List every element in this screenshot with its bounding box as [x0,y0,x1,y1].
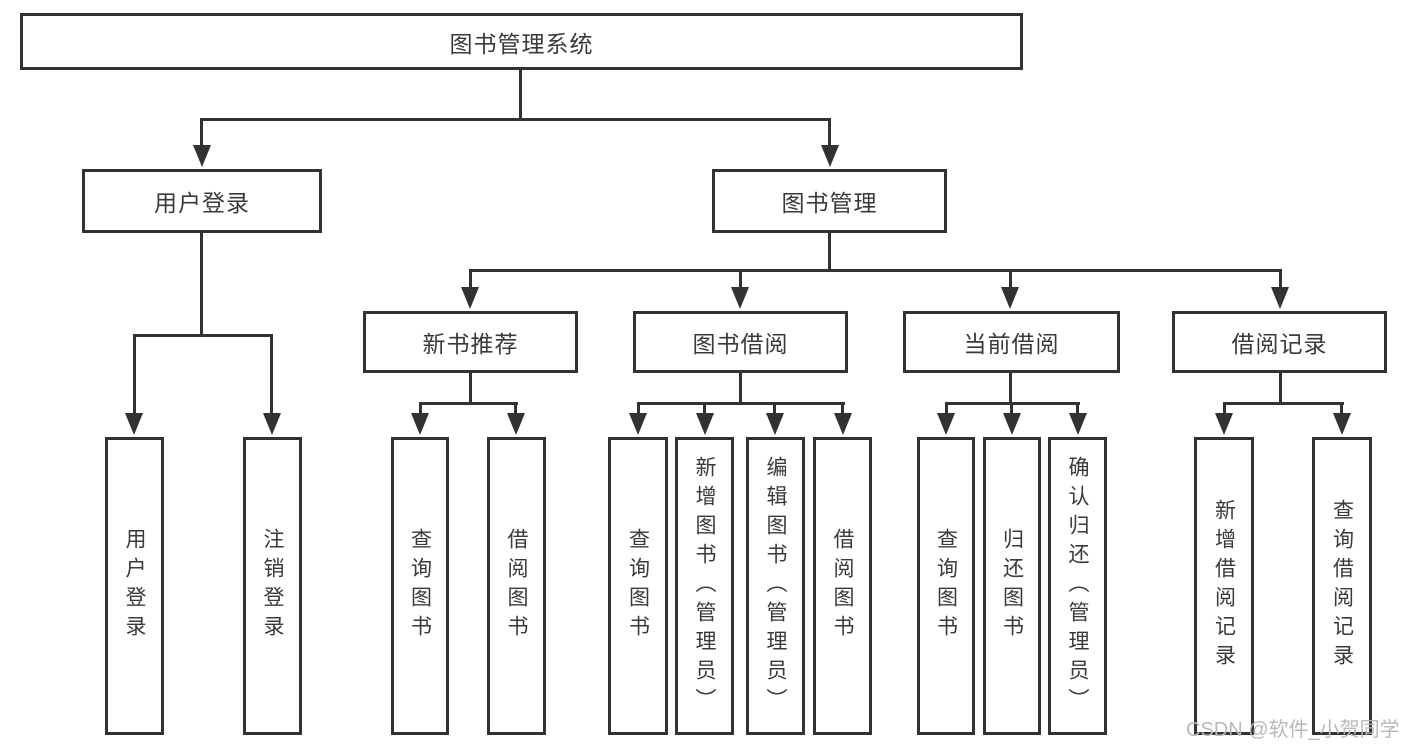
leaf-logout: 注销登录 [243,437,302,735]
arrow-down-icon [1215,413,1233,435]
leaf-confirm-return-admin-label: 确认归还（管理员） [1066,455,1090,717]
connector-line [828,233,831,272]
leaf-query-borrow-record: 查询借阅记录 [1312,437,1372,735]
connector-line [419,402,518,405]
arrow-down-icon [411,413,429,435]
connector-line [637,402,640,418]
connector-line [1279,269,1282,291]
connector-line [270,334,273,416]
leaf-query-book-current: 查询图书 [917,437,975,735]
arrow-down-icon [1003,413,1021,435]
connector-line [1279,373,1282,405]
leaf-query-borrow-record-label: 查询借阅记录 [1330,499,1354,673]
arrow-down-icon [731,287,749,309]
connector-line [1223,402,1226,418]
leaf-borrow-book-recommend-label: 借阅图书 [505,528,529,644]
leaf-query-book-borrow-label: 查询图书 [626,528,650,644]
node-book-borrow: 图书借阅 [633,311,848,373]
connector-line [773,402,776,418]
connector-line [1010,402,1013,418]
connector-line [469,373,472,405]
connector-line [469,269,472,291]
arrow-down-icon [1333,413,1351,435]
connector-line [739,373,742,405]
arrow-down-icon [461,287,479,309]
arrow-down-icon [821,145,839,167]
node-root-label: 图书管理系统 [449,30,594,57]
arrow-down-icon [507,413,525,435]
connector-line [945,402,948,418]
leaf-borrow-book-2-label: 借阅图书 [831,528,855,644]
connector-line [1009,373,1012,405]
leaf-add-book-admin-label: 新增图书（管理员） [693,455,717,717]
connector-line [519,70,522,120]
leaf-query-book-recommend: 查询图书 [391,437,449,735]
arrow-down-icon [1271,287,1289,309]
node-root-library-system: 图书管理系统 [20,13,1023,70]
leaf-query-book-current-label: 查询图书 [934,528,958,644]
leaf-add-borrow-record-label: 新增借阅记录 [1212,499,1236,673]
arrow-down-icon [263,413,281,435]
leaf-query-book-borrow: 查询图书 [608,437,668,735]
node-book-management: 图书管理 [712,169,947,233]
arrow-down-icon [1001,287,1019,309]
connector-line [1340,402,1343,418]
node-current-borrow-label: 当前借阅 [963,331,1060,357]
node-new-book-recommend-label: 新书推荐 [422,331,519,357]
connector-line [841,402,844,418]
arrow-down-icon [1069,413,1087,435]
node-book-management-label: 图书管理 [781,190,878,216]
arrow-down-icon [937,413,955,435]
connector-line [133,334,136,416]
leaf-edit-book-admin: 编辑图书（管理员） [746,437,805,735]
connector-line [133,334,273,337]
leaf-query-book-recommend-label: 查询图书 [408,528,432,644]
csdn-watermark: CSDN @软件_小贺同学 [1186,719,1400,741]
leaf-edit-book-admin-label: 编辑图书（管理员） [764,455,788,717]
connector-line [703,402,706,418]
node-book-borrow-label: 图书借阅 [692,331,789,357]
arrow-down-icon [125,413,143,435]
connector-line [200,233,203,337]
connector-line [469,269,1281,272]
node-current-borrow: 当前借阅 [903,311,1120,373]
connector-line [637,402,845,405]
leaf-user-login-label: 用户登录 [123,528,147,644]
arrow-down-icon [766,413,784,435]
arrow-down-icon [696,413,714,435]
connector-line [200,118,831,121]
leaf-borrow-book-recommend: 借阅图书 [487,437,546,735]
connector-line [514,402,517,418]
connector-line [419,402,422,418]
connector-line [739,269,742,291]
leaf-user-login: 用户登录 [105,437,164,735]
arrow-down-icon [629,413,647,435]
arrow-down-icon [834,413,852,435]
leaf-add-book-admin: 新增图书（管理员） [675,437,734,735]
leaf-return-book-label: 归还图书 [1000,528,1024,644]
leaf-confirm-return-admin: 确认归还（管理员） [1048,437,1107,735]
connector-line [200,118,203,150]
leaf-return-book: 归还图书 [983,437,1041,735]
node-new-book-recommend: 新书推荐 [363,311,578,373]
node-user-login: 用户登录 [82,169,322,233]
connector-line [1223,402,1344,405]
connector-line [1076,402,1079,418]
arrow-down-icon [193,145,211,167]
node-user-login-label: 用户登录 [154,190,250,216]
leaf-borrow-book-2: 借阅图书 [813,437,872,735]
leaf-add-borrow-record: 新增借阅记录 [1194,437,1254,735]
node-borrow-record: 借阅记录 [1172,311,1387,373]
leaf-logout-label: 注销登录 [261,528,285,644]
connector-line [828,118,831,150]
node-borrow-record-label: 借阅记录 [1231,331,1328,357]
connector-line [1009,269,1012,291]
